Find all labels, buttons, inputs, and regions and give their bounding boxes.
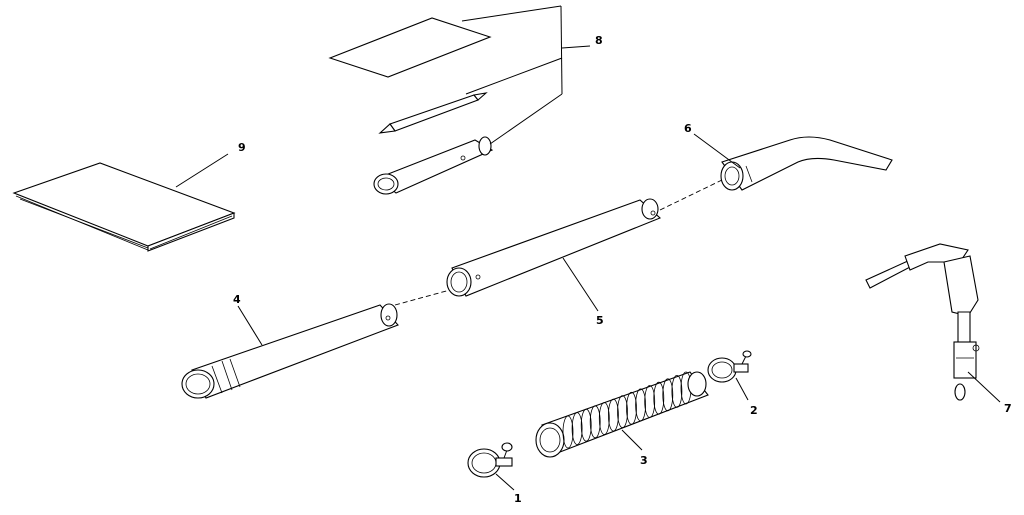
callout-9: 9 — [238, 141, 246, 154]
hose-rib — [580, 408, 592, 442]
hose-rib — [608, 398, 619, 432]
part-5-upper-wand — [446, 198, 662, 297]
hose-rib — [589, 405, 601, 439]
callout-8: 8 — [595, 34, 603, 47]
part-7-shoulder-strap — [865, 243, 980, 401]
hose-rib — [635, 388, 646, 422]
hose-rib — [662, 378, 674, 412]
part-6-bent-handle — [720, 136, 893, 191]
part-4-lower-wand — [181, 303, 399, 399]
part-8-card — [328, 17, 492, 78]
part-3-flex-hose — [535, 371, 709, 458]
leader-8 — [461, 5, 591, 145]
callout-2: 2 — [750, 404, 758, 417]
hose-rib — [653, 381, 665, 415]
leader-5 — [562, 257, 599, 312]
assembly-line — [394, 179, 723, 306]
callout-4: 4 — [233, 293, 241, 306]
hose-rib — [562, 415, 574, 449]
part-9-manual — [12, 162, 236, 252]
callout-3: 3 — [640, 454, 648, 467]
leader-2 — [735, 377, 749, 401]
leader-1 — [495, 473, 515, 491]
part-8-pencil — [378, 92, 488, 134]
leader-6 — [693, 133, 741, 169]
leader-9 — [175, 153, 229, 188]
callout-7: 7 — [1004, 402, 1012, 415]
leader-7 — [967, 371, 1001, 403]
part-2-hose-clamp — [707, 350, 752, 383]
hose-rib — [598, 402, 610, 435]
hose-rib — [671, 374, 683, 408]
callout-6: 6 — [684, 122, 692, 135]
leader-3 — [621, 429, 643, 451]
part-1-hose-clamp — [467, 442, 513, 478]
callout-1: 1 — [514, 492, 522, 505]
hose-rib — [626, 391, 637, 425]
hose-rib — [617, 395, 628, 429]
part-8-crevice-tool — [373, 136, 494, 195]
leader-4 — [237, 305, 263, 346]
hose-rib — [644, 385, 656, 418]
hose-rib — [571, 412, 583, 446]
callout-5: 5 — [596, 314, 604, 327]
